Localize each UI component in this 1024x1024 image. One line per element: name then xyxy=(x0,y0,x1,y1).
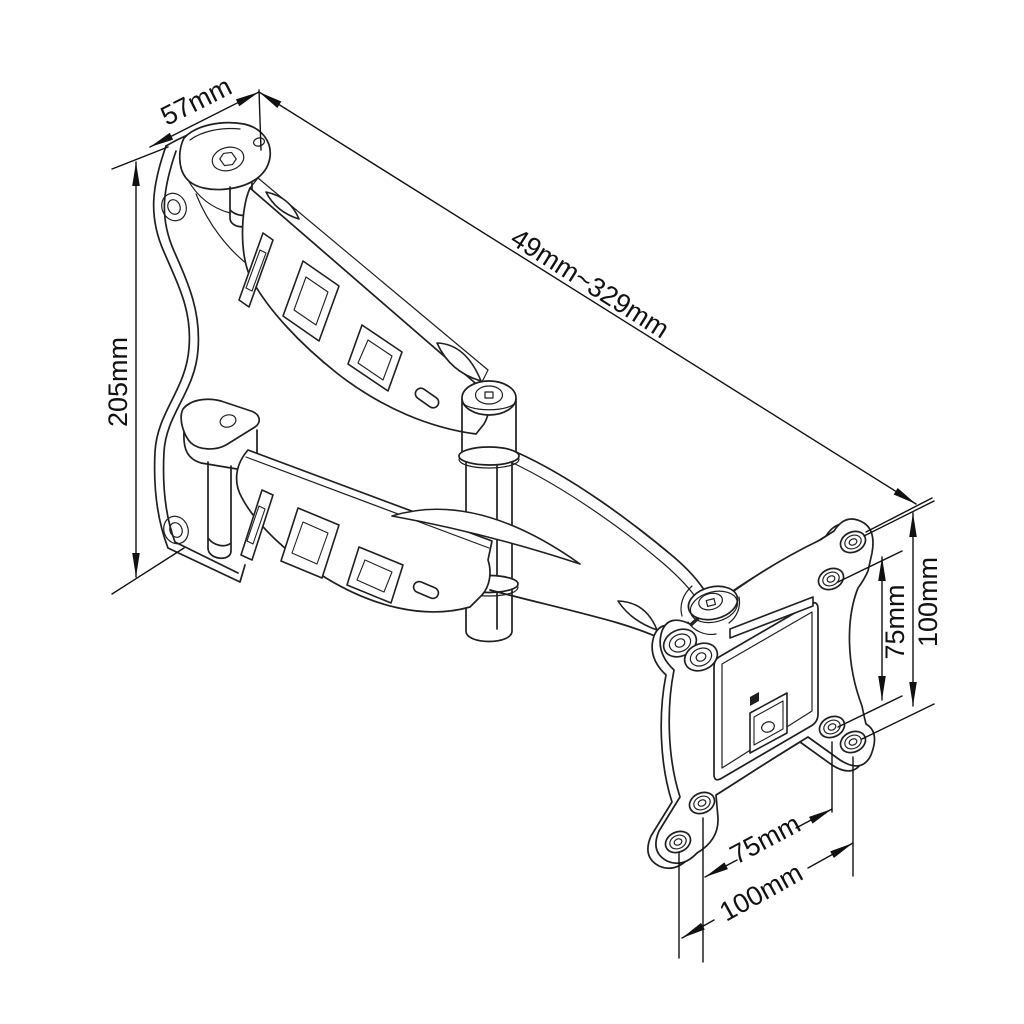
upper-arm xyxy=(238,177,490,435)
hinge-screw xyxy=(211,146,245,172)
tilt-hinge-cap xyxy=(687,585,739,624)
upper-arm-body xyxy=(241,187,490,435)
pivot-cap xyxy=(461,380,517,416)
dimension-vesa-vertical-75: 75mm xyxy=(837,550,910,728)
vesa-top-slot xyxy=(729,596,814,639)
vesa-hole-bottom-inner xyxy=(688,791,716,815)
dimension-label-v75mm: 75mm xyxy=(880,584,910,659)
dimension-vesa-vertical-100: 100mm xyxy=(861,500,943,740)
wall-plate-inner-profile xyxy=(162,150,200,543)
dimension-annotations: 57mm 49mm~329mm 205mm 75mm 100mm 75mm xyxy=(103,71,943,963)
vesa-hole-bottom-outer xyxy=(664,830,692,854)
lower-arm xyxy=(180,398,493,613)
lower-hinge-hole xyxy=(219,414,237,428)
vesa-plate xyxy=(647,518,876,870)
vesa-hole-right-outer xyxy=(839,730,867,754)
wall-hole-upper xyxy=(161,192,187,222)
dimension-label-h100mm: 100mm xyxy=(714,857,807,927)
vesa-hole-top-outer xyxy=(839,530,867,554)
vesa-cable-window xyxy=(749,692,788,754)
vesa-hole-top-inner xyxy=(817,567,845,591)
extension-arm-inner-edge xyxy=(512,462,699,602)
wall-plate-outer-profile xyxy=(152,145,191,549)
extension-arm-bottom-edge xyxy=(489,589,669,643)
tilt-hinge-boss-inner xyxy=(683,642,719,672)
wall-plate-bottom-edge xyxy=(167,541,246,583)
tilt-hinge xyxy=(662,585,741,672)
vesa-window-notch xyxy=(750,692,759,706)
column-collar-top xyxy=(458,446,520,466)
extension-arm-flange xyxy=(391,508,581,565)
dimension-label-v100mm: 100mm xyxy=(913,557,943,647)
wall-hole-lower xyxy=(163,515,189,545)
vesa-center-plate xyxy=(713,601,819,781)
lower-hinge-pin xyxy=(207,461,232,559)
dimension-label-49-329mm: 49mm~329mm xyxy=(505,223,674,345)
lower-arm-slot xyxy=(412,580,440,600)
dimension-bracket-height: 205mm xyxy=(103,161,185,595)
vesa-hole-right-inner xyxy=(818,715,846,739)
dimension-label-205mm: 205mm xyxy=(103,337,133,427)
